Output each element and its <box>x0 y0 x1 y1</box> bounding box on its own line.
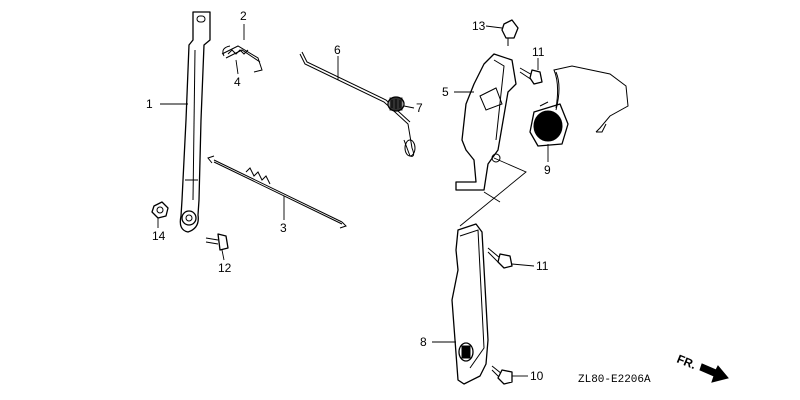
part-3-rod <box>207 155 347 229</box>
part-7-spring <box>387 96 405 112</box>
callout-5: 5 <box>442 85 449 99</box>
callout-14: 14 <box>152 229 166 243</box>
part-4-spring <box>222 45 249 57</box>
callout-11-upper: 11 <box>532 45 545 59</box>
callout-13: 13 <box>472 19 486 33</box>
callout-8: 8 <box>420 335 427 349</box>
callout-12: 12 <box>218 261 232 275</box>
part-8-plate <box>451 223 489 385</box>
clip-13 <box>501 19 519 46</box>
part-9-switch <box>529 65 629 147</box>
bolt-12 <box>205 233 229 251</box>
callout-3: 3 <box>280 221 287 235</box>
diagram-code: ZL80-E2206A <box>578 374 651 386</box>
callout-4: 4 <box>234 75 241 89</box>
callout-7: 7 <box>416 101 423 115</box>
part-2-clip <box>221 45 263 73</box>
callout-1: 1 <box>146 97 153 111</box>
nut-14 <box>151 201 169 219</box>
front-indicator: FR. <box>675 352 729 383</box>
callout-10: 10 <box>530 369 544 383</box>
callout-leaders <box>157 24 549 377</box>
part-1-lever-arm <box>179 11 211 233</box>
part-5-bracket <box>455 53 517 191</box>
bolt-11-upper <box>519 67 543 85</box>
bolt-11-lower <box>487 247 513 269</box>
bolt-10 <box>491 365 513 385</box>
callout-2: 2 <box>240 9 247 23</box>
assembly-lines <box>459 157 527 227</box>
front-label: FR. <box>675 352 698 372</box>
front-arrow-icon <box>699 363 729 383</box>
callout-9: 9 <box>544 163 551 177</box>
callout-6: 6 <box>334 43 341 57</box>
callout-11-lower: 11 <box>536 259 549 273</box>
